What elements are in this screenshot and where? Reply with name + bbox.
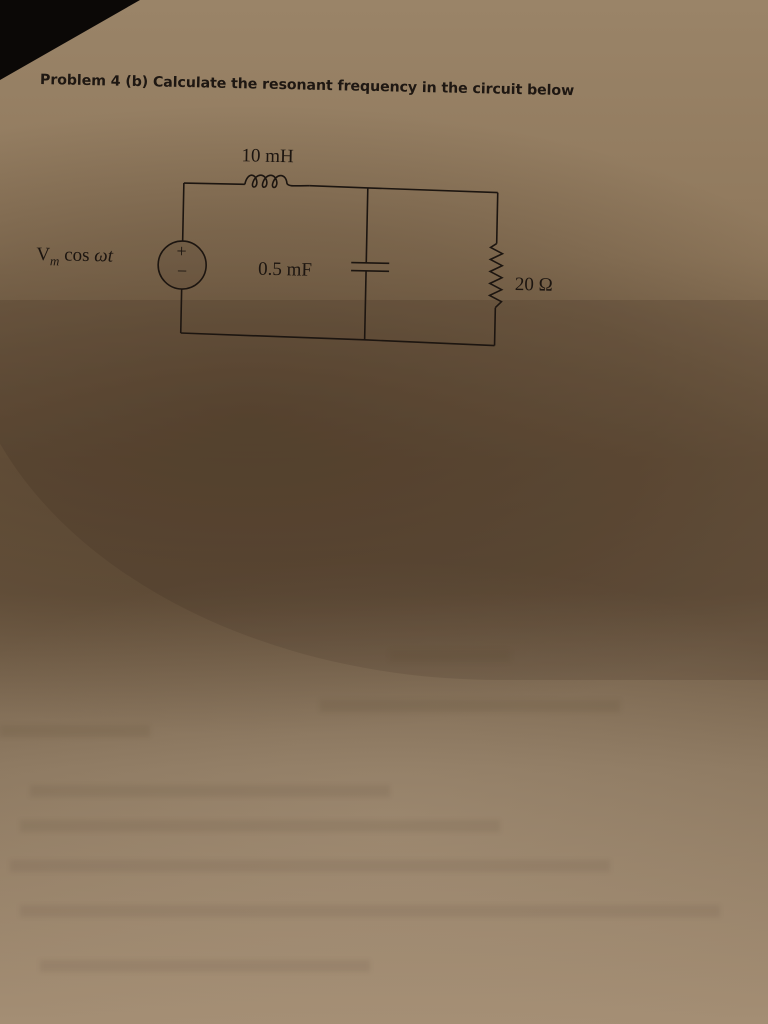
capacitor-label: 0.5 mF xyxy=(257,258,313,281)
bleed-through-text xyxy=(390,650,510,662)
source-label: Vm cos ωt xyxy=(36,244,113,268)
source-subscript: m xyxy=(49,253,60,269)
source-plus-sign: + xyxy=(176,240,187,262)
bleed-through-text xyxy=(40,960,370,972)
ac-voltage-source-icon xyxy=(157,240,207,290)
source-argument: ωt xyxy=(94,245,114,267)
source-minus-sign: − xyxy=(176,260,188,282)
bleed-through-text xyxy=(0,725,150,737)
resistor-label: 20 Ω xyxy=(514,273,553,296)
capacitor-icon xyxy=(351,261,390,273)
lower-page-highlight xyxy=(0,560,768,1024)
resistor-zigzag-icon xyxy=(487,242,505,309)
source-symbol: V xyxy=(36,243,51,266)
inductor-coil-icon xyxy=(244,174,310,189)
bleed-through-text xyxy=(30,785,390,797)
bleed-through-text xyxy=(320,700,620,712)
bleed-through-text xyxy=(20,820,500,832)
inductor-label: 10 mH xyxy=(241,145,294,168)
bleed-through-text xyxy=(10,860,610,872)
source-function: cos xyxy=(59,244,95,267)
bleed-through-text xyxy=(20,905,720,917)
